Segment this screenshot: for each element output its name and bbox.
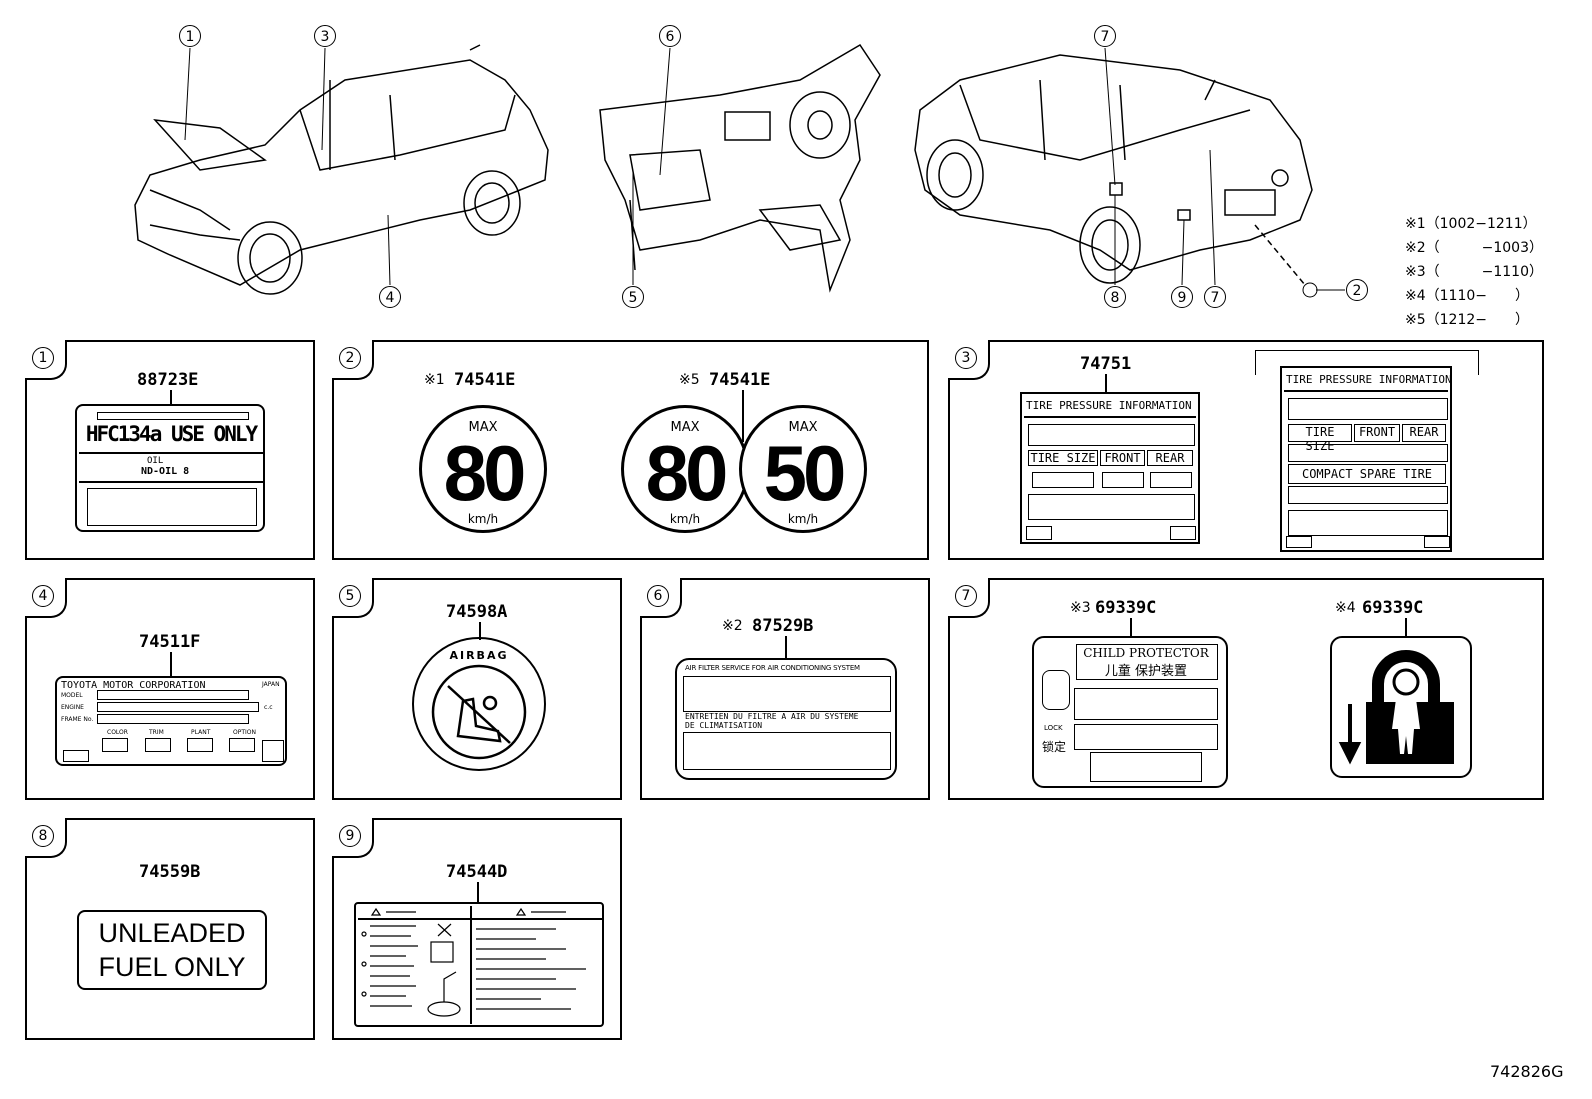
jack-warning-label: [354, 902, 604, 1027]
callout-4: 4: [379, 286, 401, 308]
overview-illustrations: [134, 43, 1345, 298]
panel-9-part-number: 74544D: [446, 862, 508, 882]
panel-7-number: 7: [955, 585, 977, 607]
airbag-warning-sticker: AIRBAG: [412, 637, 546, 771]
applicability-4: ※4（1110− ）: [1405, 288, 1529, 304]
panel-1-part-number: 88723E: [137, 370, 199, 390]
panel-6-part-number: 87529B: [752, 616, 814, 636]
no-child-seat-icon: [431, 664, 527, 760]
child-lock-pictogram: [1330, 636, 1472, 778]
applicability-2: ※2（ −1003）: [1405, 240, 1543, 256]
panel-6: 6 ※2 87529B AIR FILTER SERVICE FOR AIR C…: [640, 578, 930, 800]
callout-5: 5: [622, 286, 644, 308]
unleaded-fuel-label: UNLEADED FUEL ONLY: [77, 910, 267, 990]
air-filter-service-label: AIR FILTER SERVICE FOR AIR CONDITIONING …: [675, 658, 897, 780]
panel-4: 4 74511F TOYOTA MOTOR CORPORATION JAPAN …: [25, 578, 315, 800]
panel-6-number: 6: [647, 585, 669, 607]
vehicle-id-plate: TOYOTA MOTOR CORPORATION JAPAN MODEL ENG…: [55, 676, 287, 766]
applicability-1: ※1（1002−1211）: [1405, 216, 1537, 232]
tire-pressure-label-b: TIRE PRESSURE INFORMATION TIRE SIZE FRON…: [1280, 366, 1452, 552]
panel-8-part-number: 74559B: [139, 862, 201, 882]
panel-8: 8 74559B UNLEADED FUEL ONLY: [25, 818, 315, 1040]
callout-7-top: 7: [1094, 25, 1116, 47]
leader-lines: [184, 47, 1345, 298]
callout-9: 9: [1171, 286, 1193, 308]
panel-2-note-left: ※1: [424, 372, 445, 388]
tire-pressure-label-a: TIRE PRESSURE INFORMATION TIRE SIZE FRON…: [1020, 392, 1200, 544]
applicability-5: ※5（1212− ）: [1405, 312, 1529, 328]
jack-warning-details: [361, 907, 586, 1017]
panel-2-part-right: 74541E: [709, 370, 771, 390]
oil-line-1: OIL: [147, 456, 164, 466]
dashboard-view: [599, 43, 881, 293]
panel-2-part-left: 74541E: [454, 370, 516, 390]
callout-7-bottom: 7: [1204, 286, 1226, 308]
panel-5-number: 5: [339, 585, 361, 607]
panel-7-note-left: ※3: [1070, 600, 1091, 616]
panel-9: 9 74544D: [332, 818, 622, 1040]
speed-sign-80-pair: MAX 80 km/h: [621, 405, 749, 533]
panel-7: 7 ※3 69339C ※4 69339C CHILD PROTECTOR 儿童…: [948, 578, 1544, 800]
speed-sign-50-pair: MAX 50 km/h: [739, 405, 867, 533]
panel-1: 1 88723E HFC134a USE ONLY OIL ND-OIL 8: [25, 340, 315, 560]
figure-id: 742826G: [1490, 1062, 1564, 1081]
panel-4-part-number: 74511F: [139, 632, 201, 652]
panel-2: 2 ※1 74541E ※5 74541E MAX 80 km/h MAX 80…: [332, 340, 929, 560]
panel-3-part-number: 74751: [1080, 354, 1132, 374]
panel-5-part-number: 74598A: [446, 602, 508, 622]
panel-7-part-right: 69339C: [1362, 598, 1424, 618]
panel-9-number: 9: [339, 825, 361, 847]
panel-7-part-left: 69339C: [1095, 598, 1157, 618]
callout-1: 1: [179, 25, 201, 47]
refrigerant-text: HFC134a USE ONLY: [85, 422, 258, 446]
child-protector-label: CHILD PROTECTOR 儿童 保护装置 LOCK 锁定: [1032, 636, 1228, 788]
callout-8: 8: [1104, 286, 1126, 308]
panel-2-note-right: ※5: [679, 372, 700, 388]
callout-2: 2: [1346, 279, 1368, 301]
panel-2-number: 2: [339, 347, 361, 369]
callout-6: 6: [659, 25, 681, 47]
car-rear-view: [914, 54, 1313, 286]
panel-1-number: 1: [32, 347, 54, 369]
panel-8-number: 8: [32, 825, 54, 847]
ac-refrigerant-label: HFC134a USE ONLY OIL ND-OIL 8: [75, 404, 265, 532]
applicability-3: ※3（ −1110）: [1405, 264, 1543, 280]
panel-6-note: ※2: [722, 618, 743, 634]
panel-4-number: 4: [32, 585, 54, 607]
panel-5: 5 74598A AIRBAG: [332, 578, 622, 800]
callout-3: 3: [314, 25, 336, 47]
speed-sign-80-single: MAX 80 km/h: [419, 405, 547, 533]
panel-3-number: 3: [955, 347, 977, 369]
oil-line-2: ND-OIL 8: [141, 466, 190, 477]
panel-7-note-right: ※4: [1335, 600, 1356, 616]
panel-3: 3 74751 TIRE PRESSURE INFORMATION TIRE S…: [948, 340, 1544, 560]
car-front-view: [134, 44, 549, 295]
child-lock-icon: [1338, 650, 1454, 765]
